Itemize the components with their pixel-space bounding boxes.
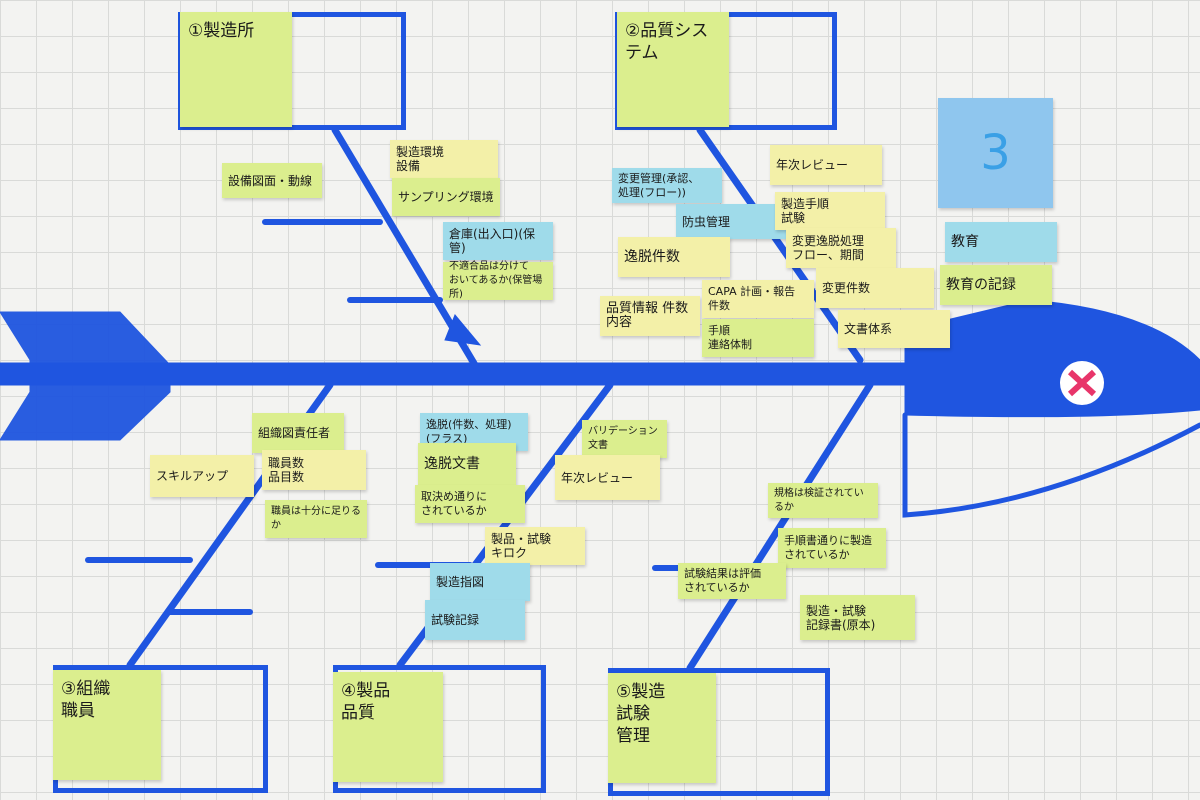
sticky-note[interactable]: 年次レビュー (770, 145, 882, 185)
fish-jaw (902, 412, 1200, 518)
sticky-note[interactable]: 製造・試験 記録書(原本) (800, 595, 915, 640)
red-x-mark (1067, 369, 1097, 397)
sticky-note[interactable]: 不適合品は分けて おいてあるか(保管場所) (443, 261, 553, 300)
sticky-note[interactable]: 文書体系 (838, 310, 950, 348)
sticky-note[interactable]: 手順書通りに製造 されているか (778, 528, 886, 568)
sticky-note[interactable]: 逸脱件数 (618, 237, 730, 277)
sticky-note[interactable]: 組織図責任者 (252, 413, 344, 453)
sticky-note[interactable]: スキルアップ (150, 455, 254, 497)
sticky-note[interactable]: CAPA 計画・報告 件数 (702, 280, 814, 318)
sticky-note[interactable]: 製品・試験 キロク (485, 527, 585, 565)
sticky-note[interactable]: 職員は十分に足りるか (265, 500, 367, 538)
sticky-note[interactable]: 規格は検証されているか (768, 483, 878, 518)
fish-spine (0, 362, 906, 386)
category-note-quality-system[interactable]: ②品質システム (617, 12, 729, 127)
sticky-note[interactable]: 職員数 品目数 (262, 450, 366, 490)
fish-head (904, 299, 1200, 418)
sticky-note[interactable]: 逸脱文書 (418, 443, 516, 485)
sticky-note[interactable]: 品質情報 件数 内容 (600, 296, 700, 336)
sticky-note[interactable]: 変更逸脱処理 フロー、期間 (786, 228, 896, 268)
sticky-note[interactable]: バリデーション文書 (582, 420, 667, 458)
sticky-note[interactable]: 防虫管理 (676, 204, 788, 239)
sticky-note[interactable]: 教育 (945, 222, 1057, 262)
board-number-note[interactable]: 3 (938, 98, 1053, 208)
sticky-note[interactable]: 試験結果は評価 されているか (678, 563, 786, 599)
category-note-manufacturing-testing[interactable]: ⑤製造 試験 管理 (608, 673, 716, 783)
sticky-note[interactable]: 製造環境 設備 (390, 140, 498, 178)
sticky-note[interactable]: 年次レビュー (555, 455, 660, 500)
sticky-note[interactable]: 変更管理(承認、 処理(フロー)) (612, 168, 722, 203)
sticky-note[interactable]: 変更件数 (816, 268, 934, 308)
sticky-note[interactable]: 教育の記録 (940, 265, 1052, 305)
arrow-head (444, 314, 482, 346)
category-note-product-quality[interactable]: ④製品 品質 (333, 672, 443, 782)
sticky-note[interactable]: 製造指図 (430, 563, 530, 601)
sticky-note[interactable]: 試験記録 (425, 600, 525, 640)
sticky-note[interactable]: 製造手順 試験 (775, 192, 885, 230)
sticky-note[interactable]: 設備図面・動線 (222, 163, 322, 198)
sticky-note[interactable]: 取決め通りに されているか (415, 485, 525, 523)
lower-bone-5 (686, 381, 874, 672)
sticky-note[interactable]: サンプリング環境 (392, 178, 500, 216)
category-note-organization-staff[interactable]: ③組織 職員 (53, 670, 161, 780)
sticky-note[interactable]: 手順 連絡体制 (702, 319, 814, 357)
sticky-note[interactable]: 倉庫(出入口)(保管) (443, 222, 553, 260)
upper-bone-2 (696, 126, 864, 364)
category-note-manufacturing-site[interactable]: ①製造所 (180, 12, 292, 127)
